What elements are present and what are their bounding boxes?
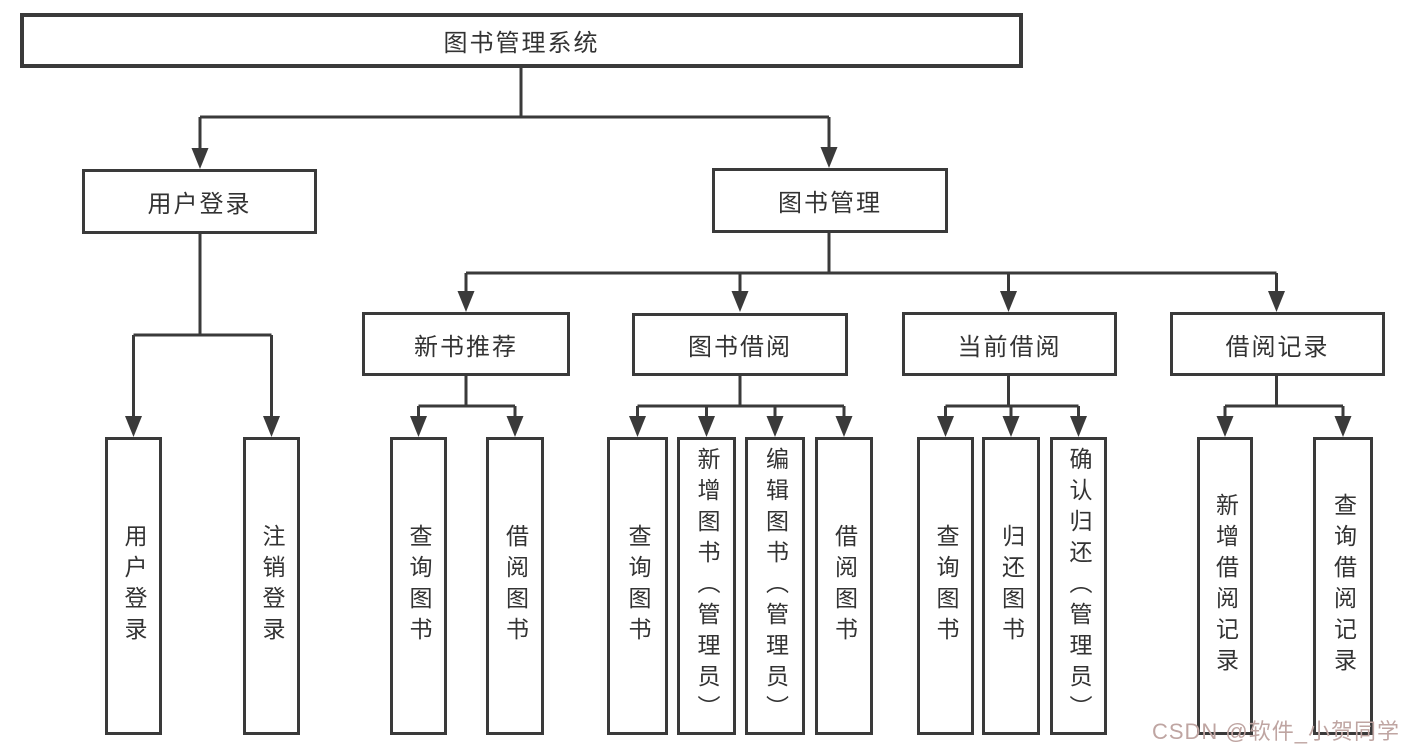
- node-return-books: 归还图书: [982, 437, 1040, 735]
- node-edit-books-admin: 编辑图书（管理员）: [745, 437, 805, 735]
- node-borrow-records: 借阅记录: [1170, 312, 1385, 376]
- node-add-books-admin: 新增图书（管理员）: [677, 437, 736, 735]
- connector-new-book-children: [410, 376, 524, 437]
- connector-borrow-record-children: [1216, 376, 1352, 437]
- node-logout-action: 注销登录: [243, 437, 300, 735]
- node-book-management: 图书管理: [712, 168, 948, 233]
- node-user-login-action: 用户登录: [105, 437, 162, 735]
- node-add-borrow-record: 新增借阅记录: [1197, 437, 1253, 735]
- connector-book-management-children: [457, 233, 1285, 312]
- node-borrow-books-recommend: 借阅图书: [486, 437, 544, 735]
- node-query-borrow-record: 查询借阅记录: [1313, 437, 1373, 735]
- node-confirm-return-admin: 确认归还（管理员）: [1050, 437, 1107, 735]
- node-borrow-books-action: 借阅图书: [815, 437, 873, 735]
- connector-root-to-level2: [191, 68, 838, 169]
- node-current-borrow: 当前借阅: [902, 312, 1117, 376]
- node-user-login: 用户登录: [82, 169, 317, 234]
- node-book-borrow: 图书借阅: [632, 313, 848, 376]
- node-root: 图书管理系统: [20, 13, 1023, 68]
- node-query-books-current: 查询图书: [917, 437, 974, 735]
- csdn-watermark: CSDN @软件_小贺同学: [1151, 719, 1400, 744]
- connector-book-borrow-children: [629, 376, 853, 437]
- node-query-books-borrow: 查询图书: [607, 437, 668, 735]
- connector-current-borrow-children: [937, 376, 1087, 437]
- node-query-books-recommend: 查询图书: [390, 437, 447, 735]
- connector-user-login-children: [125, 234, 280, 437]
- node-new-book-recommend: 新书推荐: [362, 312, 570, 376]
